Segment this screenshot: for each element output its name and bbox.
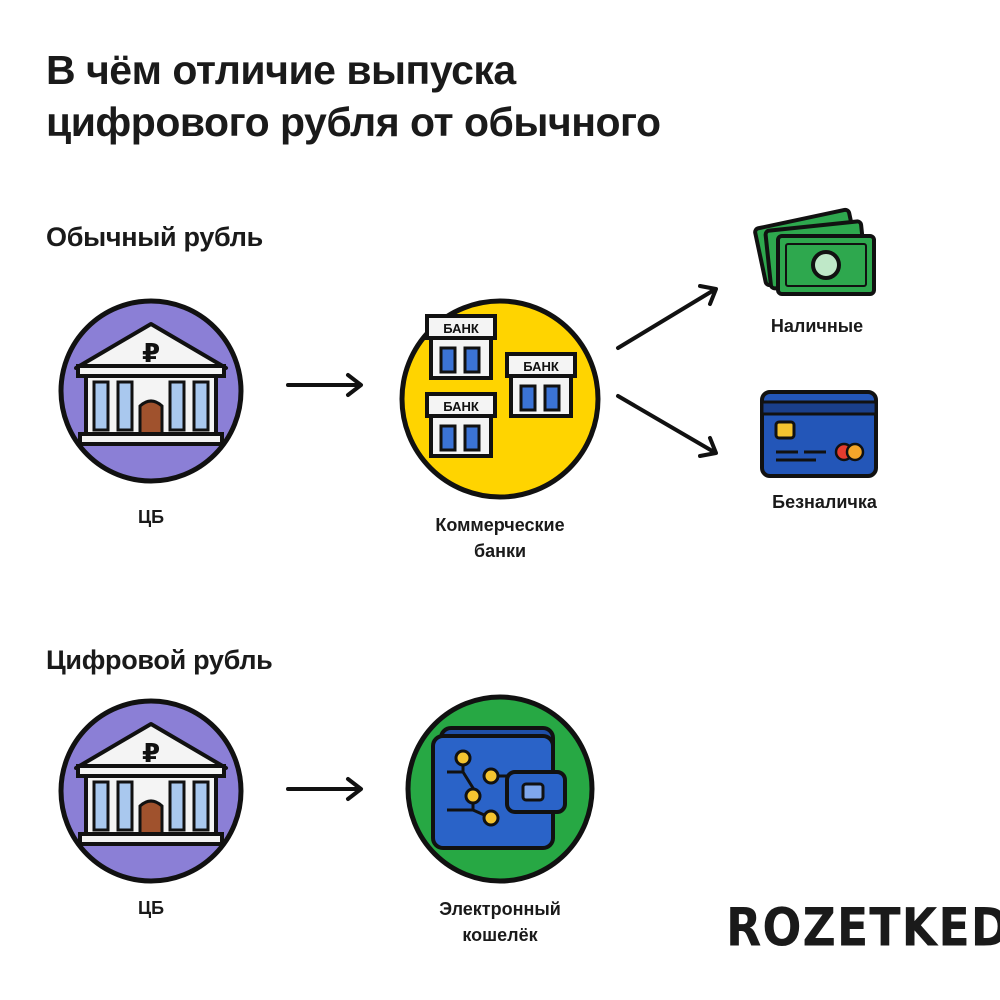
svg-text:₽: ₽ xyxy=(142,339,160,369)
wallet-label-line-1: Электронный xyxy=(439,899,561,919)
arrow-right-icon xyxy=(286,373,363,397)
arrow-up-right-icon xyxy=(616,284,718,350)
banks-label-line-2: банки xyxy=(473,541,527,561)
bank-sign-1: БАНК xyxy=(443,321,479,336)
commercial-banks-icon: БАНК БАНК БАНК xyxy=(399,298,601,500)
page-title: В чём отличие выпуска цифрового рубля от… xyxy=(46,44,806,148)
title-line-1: В чём отличие выпуска xyxy=(46,47,516,93)
regular-ruble-heading: Обычный рубль xyxy=(46,222,263,252)
commercial-banks-label: Коммерческие банки xyxy=(400,512,600,564)
arrow-right-icon xyxy=(286,777,363,801)
wallet-label-line-2: кошелёк xyxy=(462,925,538,945)
title-line-2: цифрового рубля от обычного xyxy=(46,99,661,145)
bank-sign-2: БАНК xyxy=(523,359,559,374)
cash-label: Наличные xyxy=(770,316,864,336)
svg-text:₽: ₽ xyxy=(142,739,160,769)
cb-bank-icon: ₽ xyxy=(58,298,244,484)
arrow-down-right-icon xyxy=(616,394,718,458)
cashless-label: Безналичка xyxy=(772,492,877,512)
cash-icon xyxy=(753,207,876,296)
cb-bank-icon: ₽ xyxy=(58,698,244,884)
bank-sign-3: БАНК xyxy=(443,399,479,414)
digital-ruble-heading: Цифровой рубль xyxy=(46,645,273,675)
banks-label-line-1: Коммерческие xyxy=(435,515,565,535)
cb-label-digital: ЦБ xyxy=(137,898,165,918)
electronic-wallet-icon xyxy=(405,694,595,884)
electronic-wallet-label: Электронный кошелёк xyxy=(400,896,600,948)
cb-label-regular: ЦБ xyxy=(137,507,165,527)
bank-card-icon xyxy=(760,390,878,478)
rozetked-logo: ROZETKED xyxy=(726,896,1000,959)
